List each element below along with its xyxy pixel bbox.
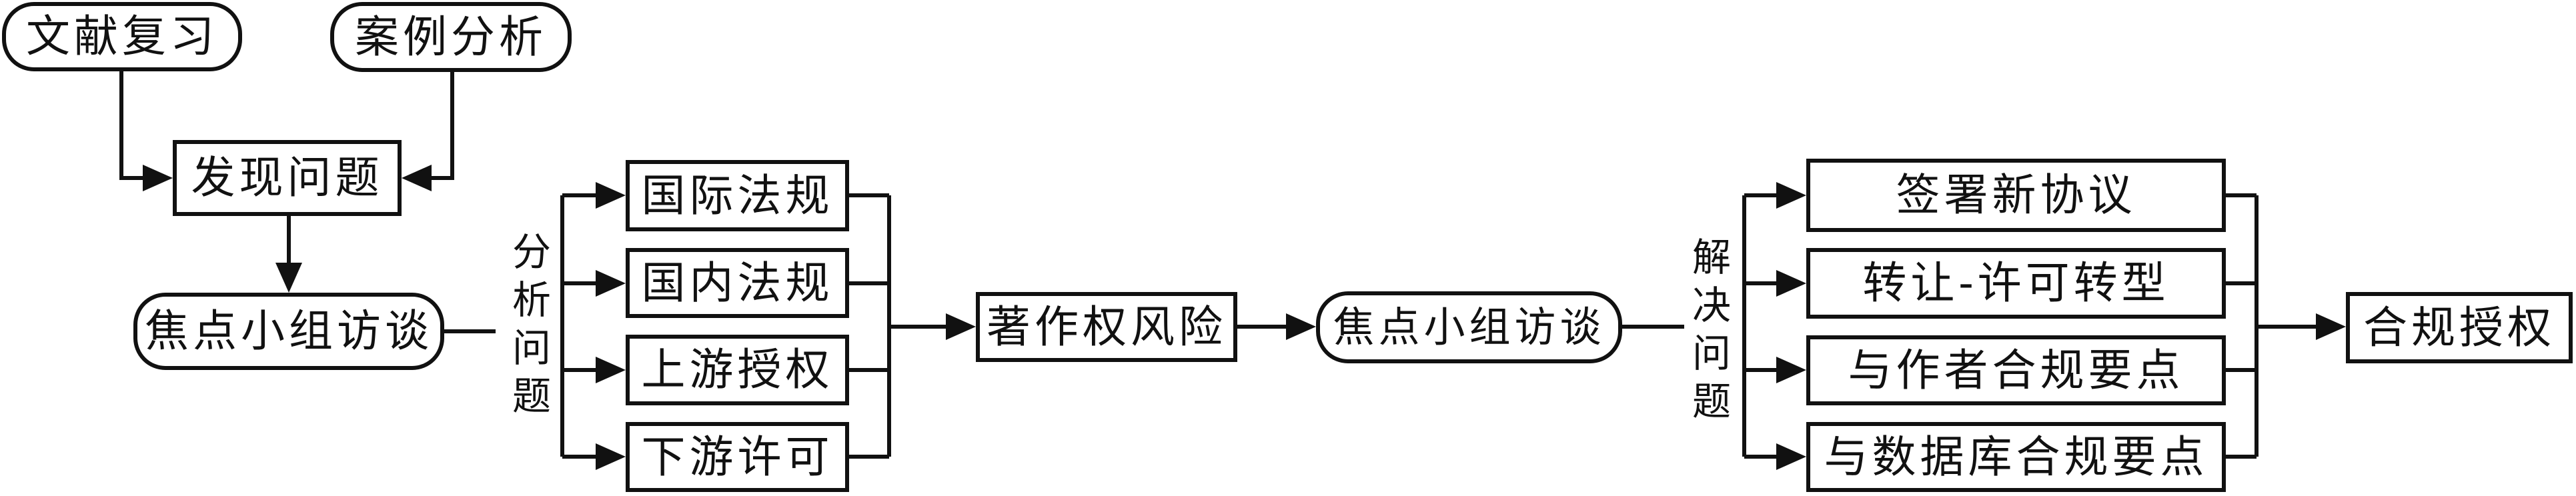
- node-transfer-license-transform: 转让-许可转型: [1806, 248, 2226, 319]
- arrowhead-into-identify-left: [143, 165, 173, 191]
- node-focus-group-1: 焦点小组访谈: [133, 293, 444, 370]
- arrowhead-into-intl: [596, 182, 626, 209]
- arrowhead-into-focusgroup2: [1286, 313, 1316, 340]
- node-copyright-risk: 著作权风险: [976, 292, 1237, 362]
- edge-case-to-identify: [430, 72, 454, 180]
- node-compliant-authorization: 合规授权: [2346, 292, 2573, 363]
- node-identify-problem: 发现问题: [173, 140, 402, 216]
- node-downstream-licensing: 下游许可: [626, 422, 849, 492]
- node-database-compliance-points: 与数据库合规要点: [1806, 422, 2226, 492]
- arrowhead-into-domestic: [596, 270, 626, 297]
- arrowhead-into-authorcomp: [1776, 357, 1806, 383]
- node-domestic-regulations: 国内法规: [626, 248, 849, 318]
- arrowhead-into-identify-right: [402, 165, 432, 191]
- arrowheads: [143, 165, 2346, 470]
- arrowhead-into-downstream: [596, 443, 626, 470]
- arrowhead-into-signnew: [1776, 182, 1806, 209]
- node-focus-group-2: 焦点小组访谈: [1316, 291, 1622, 363]
- arrowhead-into-copyrightrisk: [946, 313, 976, 340]
- node-literature-review: 文献复习: [2, 2, 242, 71]
- edge-literature-to-identify: [119, 71, 144, 180]
- node-international-regulations: 国际法规: [626, 160, 849, 231]
- node-upstream-authorization: 上游授权: [626, 335, 849, 405]
- arrowhead-into-focusgroup1: [275, 263, 302, 293]
- arrowhead-into-upstream: [596, 357, 626, 383]
- arrowhead-into-compliantauth: [2316, 313, 2346, 340]
- arrowhead-into-transfer: [1776, 270, 1806, 297]
- node-case-analysis: 案例分析: [330, 2, 572, 72]
- arrowhead-into-dbcomp: [1776, 443, 1806, 470]
- label-analyze-problem: 分析问题: [506, 231, 551, 423]
- node-author-compliance-points: 与作者合规要点: [1806, 335, 2226, 405]
- node-sign-new-agreement: 签署新协议: [1806, 159, 2226, 232]
- label-solve-problem: 解决问题: [1686, 237, 1731, 429]
